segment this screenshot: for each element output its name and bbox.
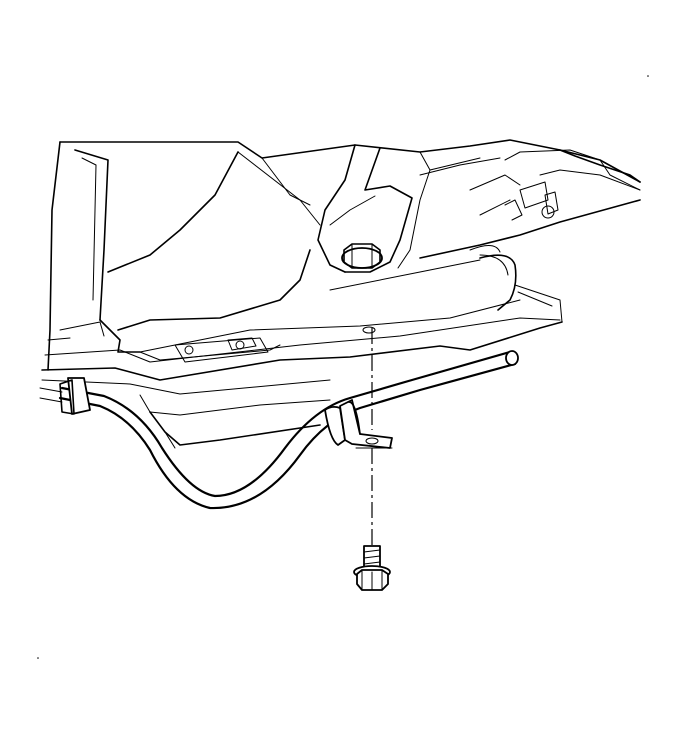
alignment-line — [362, 326, 376, 548]
flange-bolt-icon — [353, 545, 391, 591]
speck-dot — [647, 75, 649, 77]
speck-dot — [37, 657, 39, 659]
underbody-structure-icon — [41, 139, 641, 449]
tube-icon — [39, 350, 519, 510]
frame-bracket — [317, 144, 501, 273]
fuel-tank-icon — [329, 149, 641, 323]
clip-bracket-icon — [324, 399, 393, 449]
hex-nut-icon — [341, 243, 383, 269]
